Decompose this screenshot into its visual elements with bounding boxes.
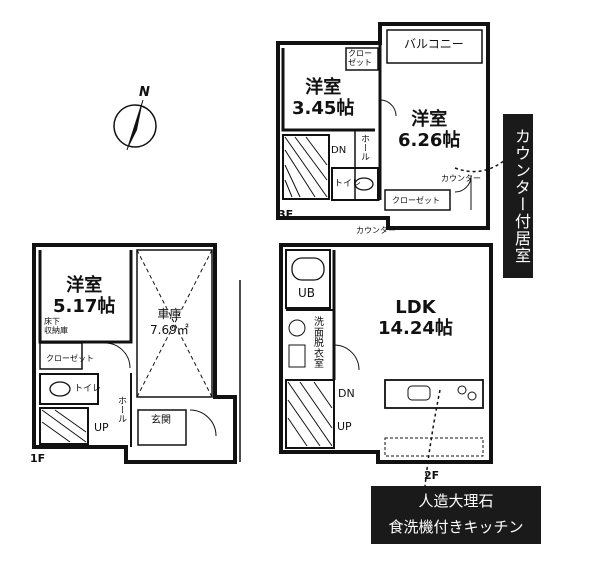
floor-2f xyxy=(279,243,493,464)
ldk-size: 14.24帖 xyxy=(378,317,453,339)
toilet-3f-label: トイレ xyxy=(334,179,362,189)
kitchen-callout: 人造大理石 食洗機付きキッチン xyxy=(371,486,541,544)
counter-3f-b-label: カウンター xyxy=(356,226,396,235)
ub-label: UB xyxy=(298,286,316,300)
entrance-label: 玄関 xyxy=(151,415,171,426)
counter-room-callout: カウンター付居室 xyxy=(503,114,533,278)
up-2f-label: UP xyxy=(337,420,352,433)
garage-size: 7.69㎡ xyxy=(150,322,189,337)
toilet-1f-label: トイレ xyxy=(74,384,102,394)
dn-2f-label: DN xyxy=(338,387,355,400)
garage-name: 車庫 7.69㎡ xyxy=(150,307,189,337)
compass-icon xyxy=(113,99,157,151)
kitchen-callout-line2: 食洗機付きキッチン xyxy=(388,518,524,536)
counter-room-leader-line xyxy=(454,159,506,173)
room-3f-a-size: 3.45帖 xyxy=(292,97,355,119)
washroom-label: 洗面脱衣室 xyxy=(314,317,324,370)
kitchen-callout-line1: 人造大理石 xyxy=(418,492,494,510)
room-3f-a-name: 洋室 3.45帖 xyxy=(292,77,355,119)
hall-1f-label: ホール xyxy=(116,396,126,423)
kitchen-leader-line xyxy=(424,389,441,487)
room-3f-b-name: 洋室 6.26帖 xyxy=(398,109,461,151)
room-1f-name: 洋室 5.17帖 xyxy=(53,275,116,317)
compass-north-label: N xyxy=(139,85,150,100)
closet-1f-label: クローゼット xyxy=(46,354,94,363)
dn-3f-label: DN xyxy=(331,145,347,156)
floor-1f xyxy=(32,243,241,464)
floor-2f-label: 2F xyxy=(424,469,440,482)
closet-3f-long-label: クローゼット xyxy=(392,196,440,205)
underfloor-storage-label: 床下 収納庫 xyxy=(44,317,68,335)
counter-3f-a-label: カウンター xyxy=(441,174,481,183)
floor-1f-label: 1F xyxy=(30,452,46,465)
ldk-name: LDK 14.24帖 xyxy=(378,297,453,339)
floor-3f xyxy=(276,22,490,230)
hall-3f-label: ホール xyxy=(359,134,369,161)
room-1f-size: 5.17帖 xyxy=(53,295,116,317)
balcony-label: バルコニー xyxy=(404,37,464,51)
up-1f-label: UP xyxy=(94,421,109,434)
room-3f-b-size: 6.26帖 xyxy=(398,129,461,151)
floor-3f-label: 3F xyxy=(278,208,294,221)
closet-3f-small-label: クロー ゼット xyxy=(348,49,372,67)
